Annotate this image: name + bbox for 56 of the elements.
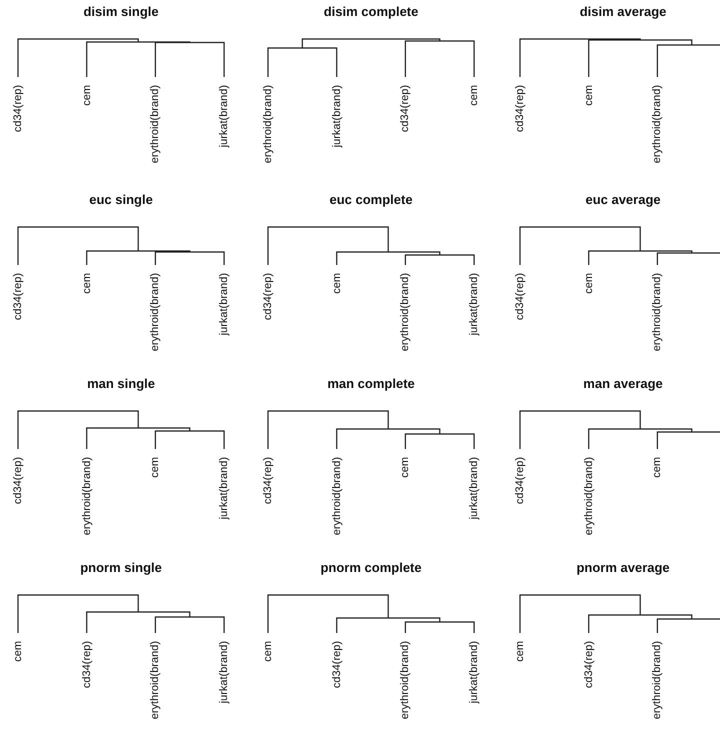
panel-title: man complete [327,376,415,391]
leaf-label: cem [651,457,664,478]
leaf-label: erythroid(brand) [80,457,93,536]
leaf-label: jurkat(brand) [468,457,480,520]
leaf-label: cem [514,641,526,662]
leaf-label: cd34(rep) [12,273,24,320]
leaf-label: cem [468,85,480,106]
leaf-label: erythroid(brand) [149,273,162,352]
leaf-label: jurkat(brand) [468,273,480,336]
leaf-label: cd34(rep) [399,85,412,132]
panel-title: pnorm complete [320,560,422,575]
leaf-label: erythroid(brand) [149,641,162,720]
leaf-label: erythroid(brand) [330,457,343,536]
leaf-label: cd34(rep) [12,457,24,504]
leaf-label: erythroid(brand) [582,457,595,536]
leaf-label: cem [12,641,24,662]
leaf-label: cem [262,641,274,662]
leaf-label: cem [80,273,93,294]
leaf-label: erythroid(brand) [651,641,664,720]
panel-title: disim single [83,4,159,19]
leaf-label: cem [582,273,595,294]
panel-title: disim average [580,4,666,19]
leaf-label: jurkat(brand) [218,85,230,148]
leaf-label: erythroid(brand) [399,273,412,352]
panel-title: pnorm single [80,560,162,575]
leaf-label: erythroid(brand) [399,641,412,720]
panel-title: euc complete [330,192,413,207]
leaf-label: cd34(rep) [262,273,274,320]
leaf-label: cem [399,457,412,478]
leaf-label: cem [149,457,162,478]
leaf-label: cd34(rep) [262,457,274,504]
leaf-label: jurkat(brand) [218,273,230,336]
leaf-label: erythroid(brand) [149,85,162,164]
panel-title: man average [583,376,663,391]
leaf-label: erythroid(brand) [651,273,664,352]
panel-title: disim complete [324,4,418,19]
leaf-label: cd34(rep) [80,641,93,688]
leaf-label: jurkat(brand) [468,641,480,704]
leaf-label: cd34(rep) [514,273,526,320]
leaf-label: jurkat(brand) [218,457,230,520]
leaf-label: erythroid(brand) [651,85,664,164]
panel-title: man single [87,376,155,391]
leaf-label: cd34(rep) [582,641,595,688]
leaf-label: cd34(rep) [514,85,526,132]
leaf-label: cem [582,85,595,106]
panel-title: pnorm average [576,560,670,575]
leaf-label: cd34(rep) [514,457,526,504]
leaf-label: cd34(rep) [12,85,24,132]
leaf-label: cd34(rep) [330,641,343,688]
leaf-label: jurkat(brand) [330,85,343,148]
leaf-label: cem [80,85,93,106]
panel-title: euc single [89,192,153,207]
leaf-label: cem [330,273,343,294]
leaf-label: jurkat(brand) [218,641,230,704]
panel-title: euc average [585,192,661,207]
leaf-label: erythroid(brand) [262,85,274,164]
